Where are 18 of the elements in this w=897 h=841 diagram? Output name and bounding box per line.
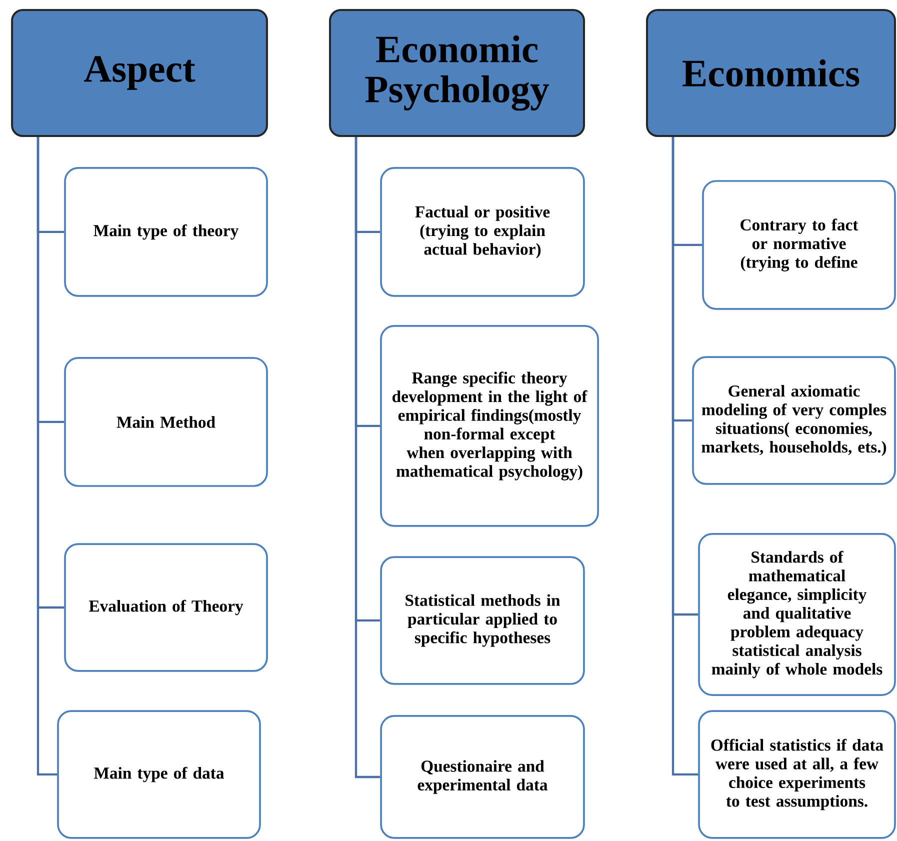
text-box: Main type of data xyxy=(57,710,261,839)
connector-line xyxy=(354,137,380,778)
text-box: Standards of mathematical elegance, simplicity and qualitative problem adequacy statistical analysis mainly of whole models xyxy=(698,533,896,696)
text-box: Questionaire and experimental data xyxy=(380,715,585,839)
text-box: Contrary to fact or normative (trying to define xyxy=(702,180,896,310)
text-box: Range specific theory development in the light of empirical findings(mostly non-formal except when overlapping with mathematical psychology) xyxy=(380,325,599,527)
text-box: Evaluation of Theory xyxy=(64,543,268,672)
text-box: Statistical methods in particular applied to specific hypotheses xyxy=(380,556,585,685)
text-box: General axiomatic modeling of very comples situations( economies, markets, households, ets.) xyxy=(692,356,896,485)
header-box: Aspect xyxy=(11,9,268,137)
connector-line xyxy=(36,137,58,776)
connector-line xyxy=(672,137,698,776)
text-box: Official statistics if data were used at all, a few choice experiments to test assumptions. xyxy=(698,710,896,839)
text-box: Factual or positive (trying to explain actual behavior) xyxy=(380,167,585,297)
header-box: Economic Psychology xyxy=(329,9,585,137)
header-box: Economics xyxy=(646,9,896,137)
text-box: Main Method xyxy=(64,357,268,487)
text-box: Main type of theory xyxy=(64,167,268,297)
